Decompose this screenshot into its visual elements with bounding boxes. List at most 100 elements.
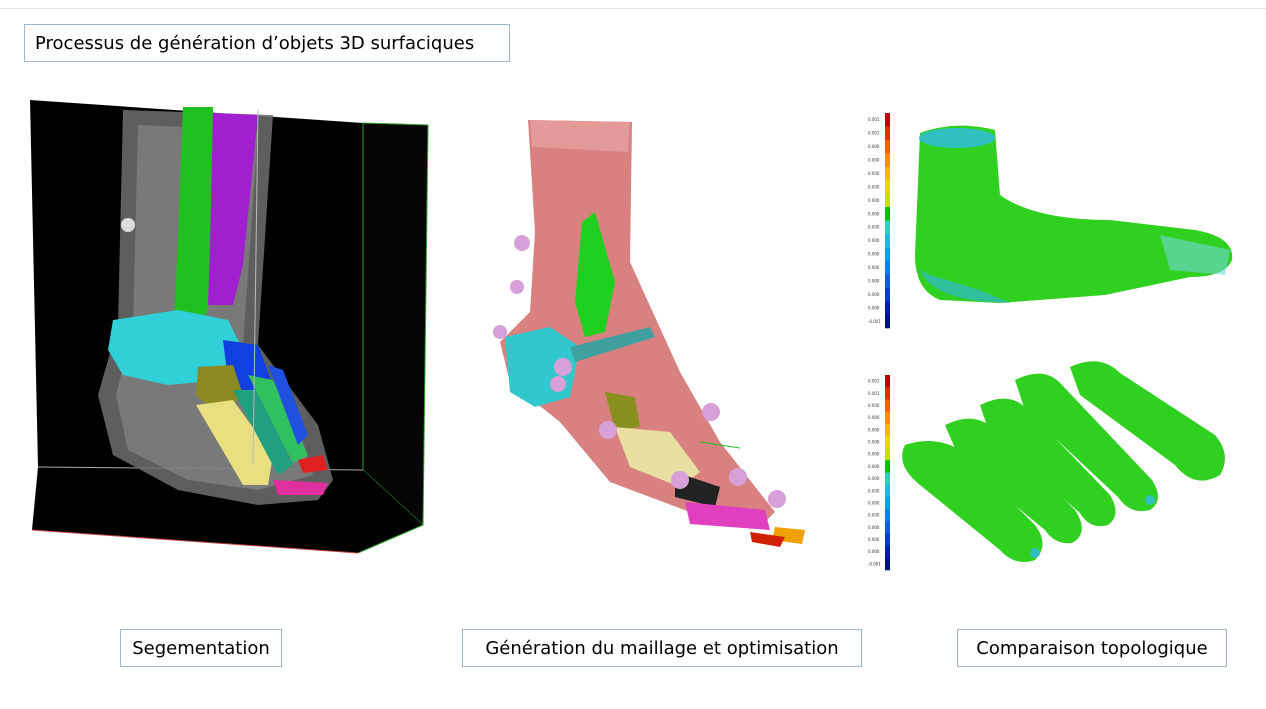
- control-sphere: [729, 468, 747, 486]
- colorbar-tick-label: 0.001: [868, 131, 880, 136]
- marker-sphere: [121, 218, 135, 232]
- colorbar-tick-label: 0.000: [868, 549, 880, 554]
- metatarsal-3: [980, 398, 1116, 527]
- colorbar-bottom: 0.001 0.001 0.000 0.000 0.000 0.000 0.000 0.000…: [868, 375, 890, 571]
- muscle-mesh: [500, 120, 775, 522]
- colorbar-tick-label: 0.000: [868, 403, 880, 408]
- plane-edge-red: [31, 529, 359, 554]
- colorbar-segment: [885, 193, 890, 208]
- colorbar-segment: [885, 375, 890, 388]
- colorbar-segment: [885, 260, 890, 275]
- colorbar-segment: [885, 411, 890, 425]
- colorbar-tick-label: 0.000: [868, 464, 880, 469]
- metatarsal-5: [1070, 361, 1225, 481]
- colorbar-tick-label: 0.000: [868, 238, 880, 243]
- mesh-image: [490, 112, 820, 562]
- colorbar-tick-label: 0.000: [868, 144, 880, 149]
- side-slice-plane: [362, 122, 429, 527]
- colorbar-segment: [885, 399, 890, 412]
- colorbar-segment: [885, 274, 890, 288]
- colorbar-segment: [885, 460, 890, 473]
- colorbar-segment: [885, 153, 890, 168]
- metatarsal-teal: [233, 390, 293, 475]
- colorbar-tick-label: 0.000: [868, 211, 880, 216]
- colorbar-segment: [885, 545, 890, 559]
- colorbar-tick-label: 0.000: [868, 440, 880, 445]
- metatarsal-blue: [268, 365, 308, 445]
- colorbar-segment: [885, 139, 890, 154]
- colorbar-segment: [885, 314, 890, 329]
- colorbar-tick-label: 0.000: [868, 198, 880, 203]
- tendon-mesh: [570, 327, 655, 362]
- tibia-mesh: [575, 212, 615, 337]
- colorbar-tick-label: 0.000: [868, 252, 880, 257]
- toe-deviation-patch: [1160, 235, 1230, 275]
- colorbar-segment: [885, 423, 890, 437]
- deviation-spot: [1145, 495, 1155, 505]
- colorbar-segment: [885, 166, 890, 181]
- colorbar-segment: [885, 435, 890, 449]
- colorbar-segment: [885, 287, 890, 302]
- colorbar-segment: [885, 484, 890, 498]
- metatarsal-2: [945, 418, 1082, 544]
- control-sphere: [550, 376, 566, 392]
- tibia-segment: [173, 107, 213, 340]
- colorbar-segment: [885, 509, 890, 522]
- colorbar-tick-label: 0.001: [868, 391, 880, 396]
- colorbar-tick-label: 0.000: [868, 158, 880, 163]
- colorbar-tick-label: 0.000: [868, 305, 880, 310]
- colorbar-segment: [885, 180, 890, 194]
- colorbar-tick-label: 0.000: [868, 184, 880, 189]
- control-sphere: [493, 325, 507, 339]
- muscle-top: [530, 120, 630, 152]
- colorbar-tick-label: 0.000: [868, 452, 880, 457]
- mesh-render: [493, 120, 805, 547]
- page-title-text: Processus de génération d’objets 3D surf…: [35, 32, 475, 54]
- colorbar-segment: [885, 387, 890, 400]
- colorbar-segment: [885, 220, 890, 235]
- metatarsal-green: [248, 375, 308, 463]
- metatarsal-1: [902, 441, 1043, 563]
- toe-pink: [273, 480, 328, 495]
- control-sphere: [510, 280, 524, 294]
- segmentation-render: [30, 100, 429, 554]
- calcaneus-segment: [108, 310, 243, 385]
- colorbar-tick-label: 0.000: [868, 500, 880, 505]
- colorbar-tick-label: -0.001: [868, 319, 881, 324]
- toe-mesh-pink: [685, 502, 770, 530]
- colorbar-tick-label: 0.000: [868, 513, 880, 518]
- colorbar-segment: [885, 113, 890, 127]
- plane-edge-green: [357, 524, 424, 554]
- caption-segmentation: Segementation: [120, 629, 282, 667]
- control-sphere: [599, 421, 617, 439]
- colorbar-segment: [885, 557, 890, 571]
- foot-cut-surface: [919, 128, 995, 148]
- comparison-render: 0.001 0.001 0.000 0.000 0.000 0.000 0.000 0.000…: [868, 113, 1233, 571]
- colorbar-tick-label: 0.000: [868, 427, 880, 432]
- fibula-segment: [208, 113, 258, 305]
- colorbar-tick-label: 0.000: [868, 476, 880, 481]
- colorbar-tick-label: 0.001: [868, 379, 880, 384]
- colorbar-tick-label: 0.000: [868, 415, 880, 420]
- metatarsal-yellow: [196, 400, 273, 485]
- colorbar-segment: [885, 521, 890, 534]
- colorbar-segment: [885, 301, 890, 315]
- control-sphere: [702, 403, 720, 421]
- control-sphere: [514, 235, 530, 251]
- axis-line: [699, 441, 741, 449]
- cuboid-mesh: [605, 392, 640, 430]
- colorbar-segment: [885, 207, 890, 221]
- segmentation-image: [28, 95, 438, 565]
- metatarsal-4: [1015, 373, 1159, 512]
- colorbar-tick-label: 0.000: [868, 265, 880, 270]
- colorbar-tick-label: 0.001: [868, 117, 880, 122]
- caption-comparison-text: Comparaison topologique: [976, 637, 1208, 659]
- control-sphere: [671, 471, 689, 489]
- slice-guide-line: [252, 109, 259, 466]
- caption-meshing: Génération du maillage et optimisation: [462, 629, 862, 667]
- colorbar-segment: [885, 448, 890, 461]
- deviation-spot: [1030, 548, 1040, 558]
- toe-red: [298, 455, 328, 473]
- colorbar-segment: [885, 496, 890, 510]
- foot-deviation-patch: [920, 270, 1010, 303]
